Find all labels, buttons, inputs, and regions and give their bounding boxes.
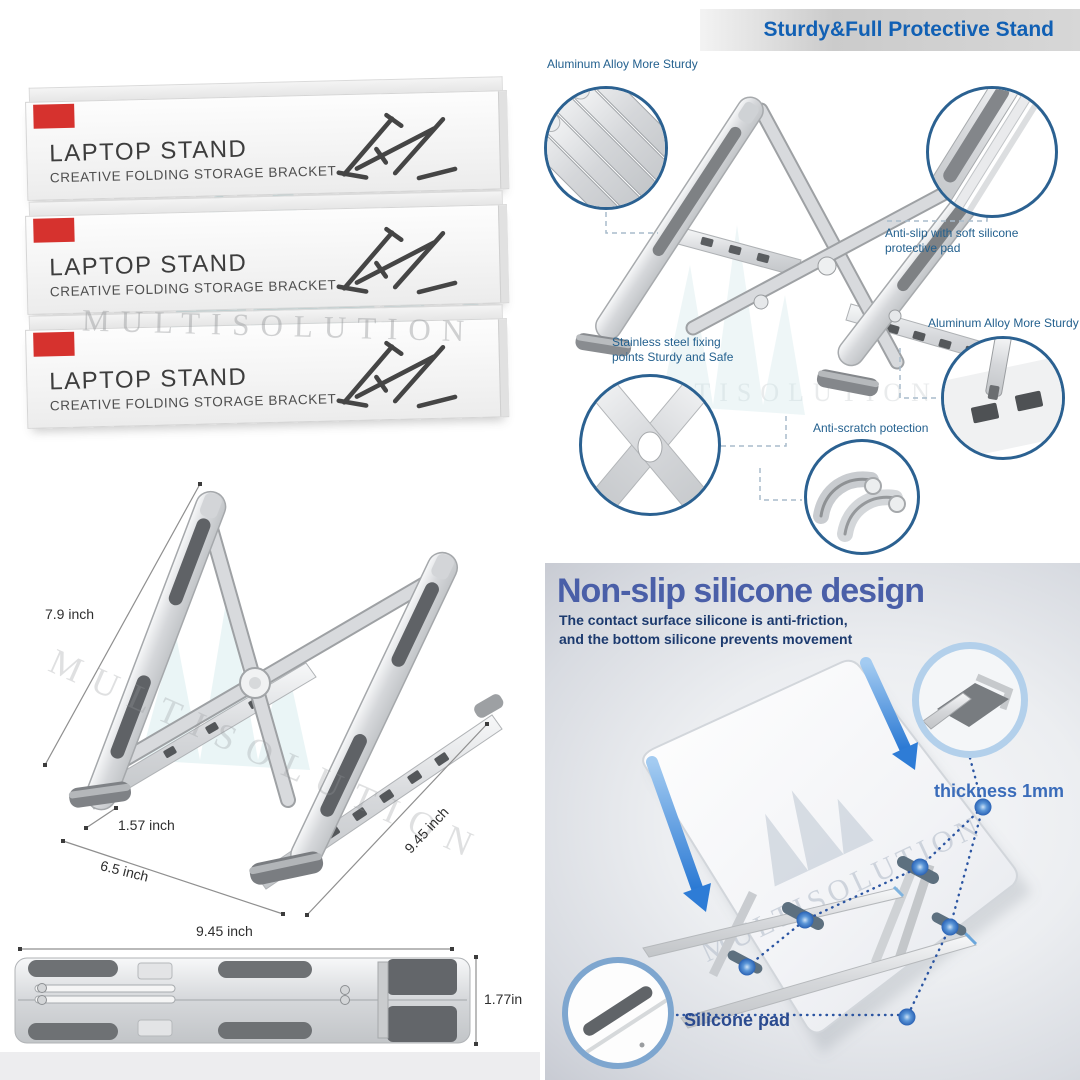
panel-header: Sturdy&Full Protective Stand bbox=[700, 9, 1080, 51]
callout-label-aluminum-right: Aluminum Alloy More Sturdy bbox=[928, 316, 1079, 330]
box-title: LAPTOP STAND bbox=[48, 249, 248, 282]
callout-label-aluminum-top: Aluminum Alloy More Sturdy bbox=[547, 57, 698, 71]
box-red-accent bbox=[33, 103, 75, 129]
callout-circle-aluminum-rods bbox=[544, 86, 668, 210]
callout-label-antiscratch: Anti-scratch potection bbox=[813, 421, 929, 435]
dim-line-length-side bbox=[305, 722, 489, 917]
product-box: LAPTOP STAND CREATIVE FOLDING STORAGE BR… bbox=[25, 76, 510, 201]
silicone-scene: MULTISOLUTION bbox=[642, 657, 1032, 1054]
box-red-accent bbox=[33, 331, 75, 357]
dimension-stand-illustration bbox=[68, 490, 504, 890]
antiscratch-feet-detail bbox=[813, 471, 906, 542]
box-red-accent bbox=[33, 217, 75, 243]
box-face: LAPTOP STAND CREATIVE FOLDING STORAGE BR… bbox=[25, 318, 510, 429]
antislip-pad-detail bbox=[929, 89, 1049, 215]
dim-line-arm bbox=[43, 482, 202, 767]
aluminum-rods-detail bbox=[547, 89, 665, 207]
callout-label-antislip: Anti-slip with soft silicone protective … bbox=[885, 226, 1019, 255]
dim-line-depth bbox=[61, 839, 285, 916]
bottom-strip bbox=[0, 1052, 540, 1080]
dim-label-folded-length: 9.45 inch bbox=[196, 923, 253, 939]
callout-circle-silicone-pad bbox=[562, 957, 674, 1069]
stand-print-icon bbox=[336, 340, 458, 409]
box-title: LAPTOP STAND bbox=[48, 135, 248, 168]
box-face: LAPTOP STAND CREATIVE FOLDING STORAGE BR… bbox=[25, 204, 510, 315]
dimension-lines bbox=[18, 482, 489, 1046]
product-box: LAPTOP STAND CREATIVE FOLDING STORAGE BR… bbox=[25, 304, 510, 429]
dim-label-folded-thickness: 1.77in bbox=[484, 991, 523, 1007]
dim-line-folded-length bbox=[18, 947, 454, 951]
box-face: LAPTOP STAND CREATIVE FOLDING STORAGE BR… bbox=[25, 90, 510, 201]
dim-label-arm: 7.9 inch bbox=[45, 606, 95, 622]
dim-line-folded-thickness bbox=[474, 955, 478, 1046]
stand-print-icon bbox=[336, 112, 458, 181]
callout-circle-stainless-joint bbox=[579, 374, 721, 516]
callout-circle-aluminum-base bbox=[941, 336, 1065, 460]
product-box: LAPTOP STAND CREATIVE FOLDING STORAGE BR… bbox=[25, 190, 510, 315]
box-title: LAPTOP STAND bbox=[48, 363, 248, 396]
brand-logo-watermark bbox=[660, 225, 805, 415]
folded-stand-illustration bbox=[14, 957, 471, 1044]
stand-print-icon bbox=[336, 226, 458, 295]
slide-arrows bbox=[646, 657, 918, 912]
pad-locator-dots bbox=[738, 798, 992, 1026]
packaging-panel: LAPTOP STAND CREATIVE FOLDING STORAGE BR… bbox=[0, 0, 540, 470]
callout-circle-antislip-pad bbox=[926, 86, 1058, 218]
dim-line-foot bbox=[84, 806, 118, 830]
silicone-pad-detail bbox=[575, 986, 668, 1061]
box-side-edge bbox=[497, 91, 510, 189]
panel-subtitle-line1: The contact surface silicone is anti-fri… bbox=[559, 612, 848, 628]
thickness-detail bbox=[922, 673, 1014, 730]
stainless-joint-detail bbox=[582, 377, 718, 513]
panel-title: Non-slip silicone design bbox=[557, 572, 925, 610]
callout-label-thickness: thickness 1mm bbox=[934, 781, 1065, 801]
aluminum-base-detail bbox=[944, 339, 1062, 457]
callout-label-stainless: Stainless steel fixing points Sturdy and… bbox=[612, 335, 734, 364]
callout-circle-antiscratch-feet bbox=[804, 439, 920, 555]
panel-subtitle-line2: and the bottom silicone prevents movemen… bbox=[559, 631, 853, 647]
callout-circle-thickness bbox=[912, 642, 1028, 758]
callout-label-silicone-pad: Silicone pad bbox=[684, 1010, 791, 1030]
dim-label-foot: 1.57 inch bbox=[118, 817, 175, 833]
